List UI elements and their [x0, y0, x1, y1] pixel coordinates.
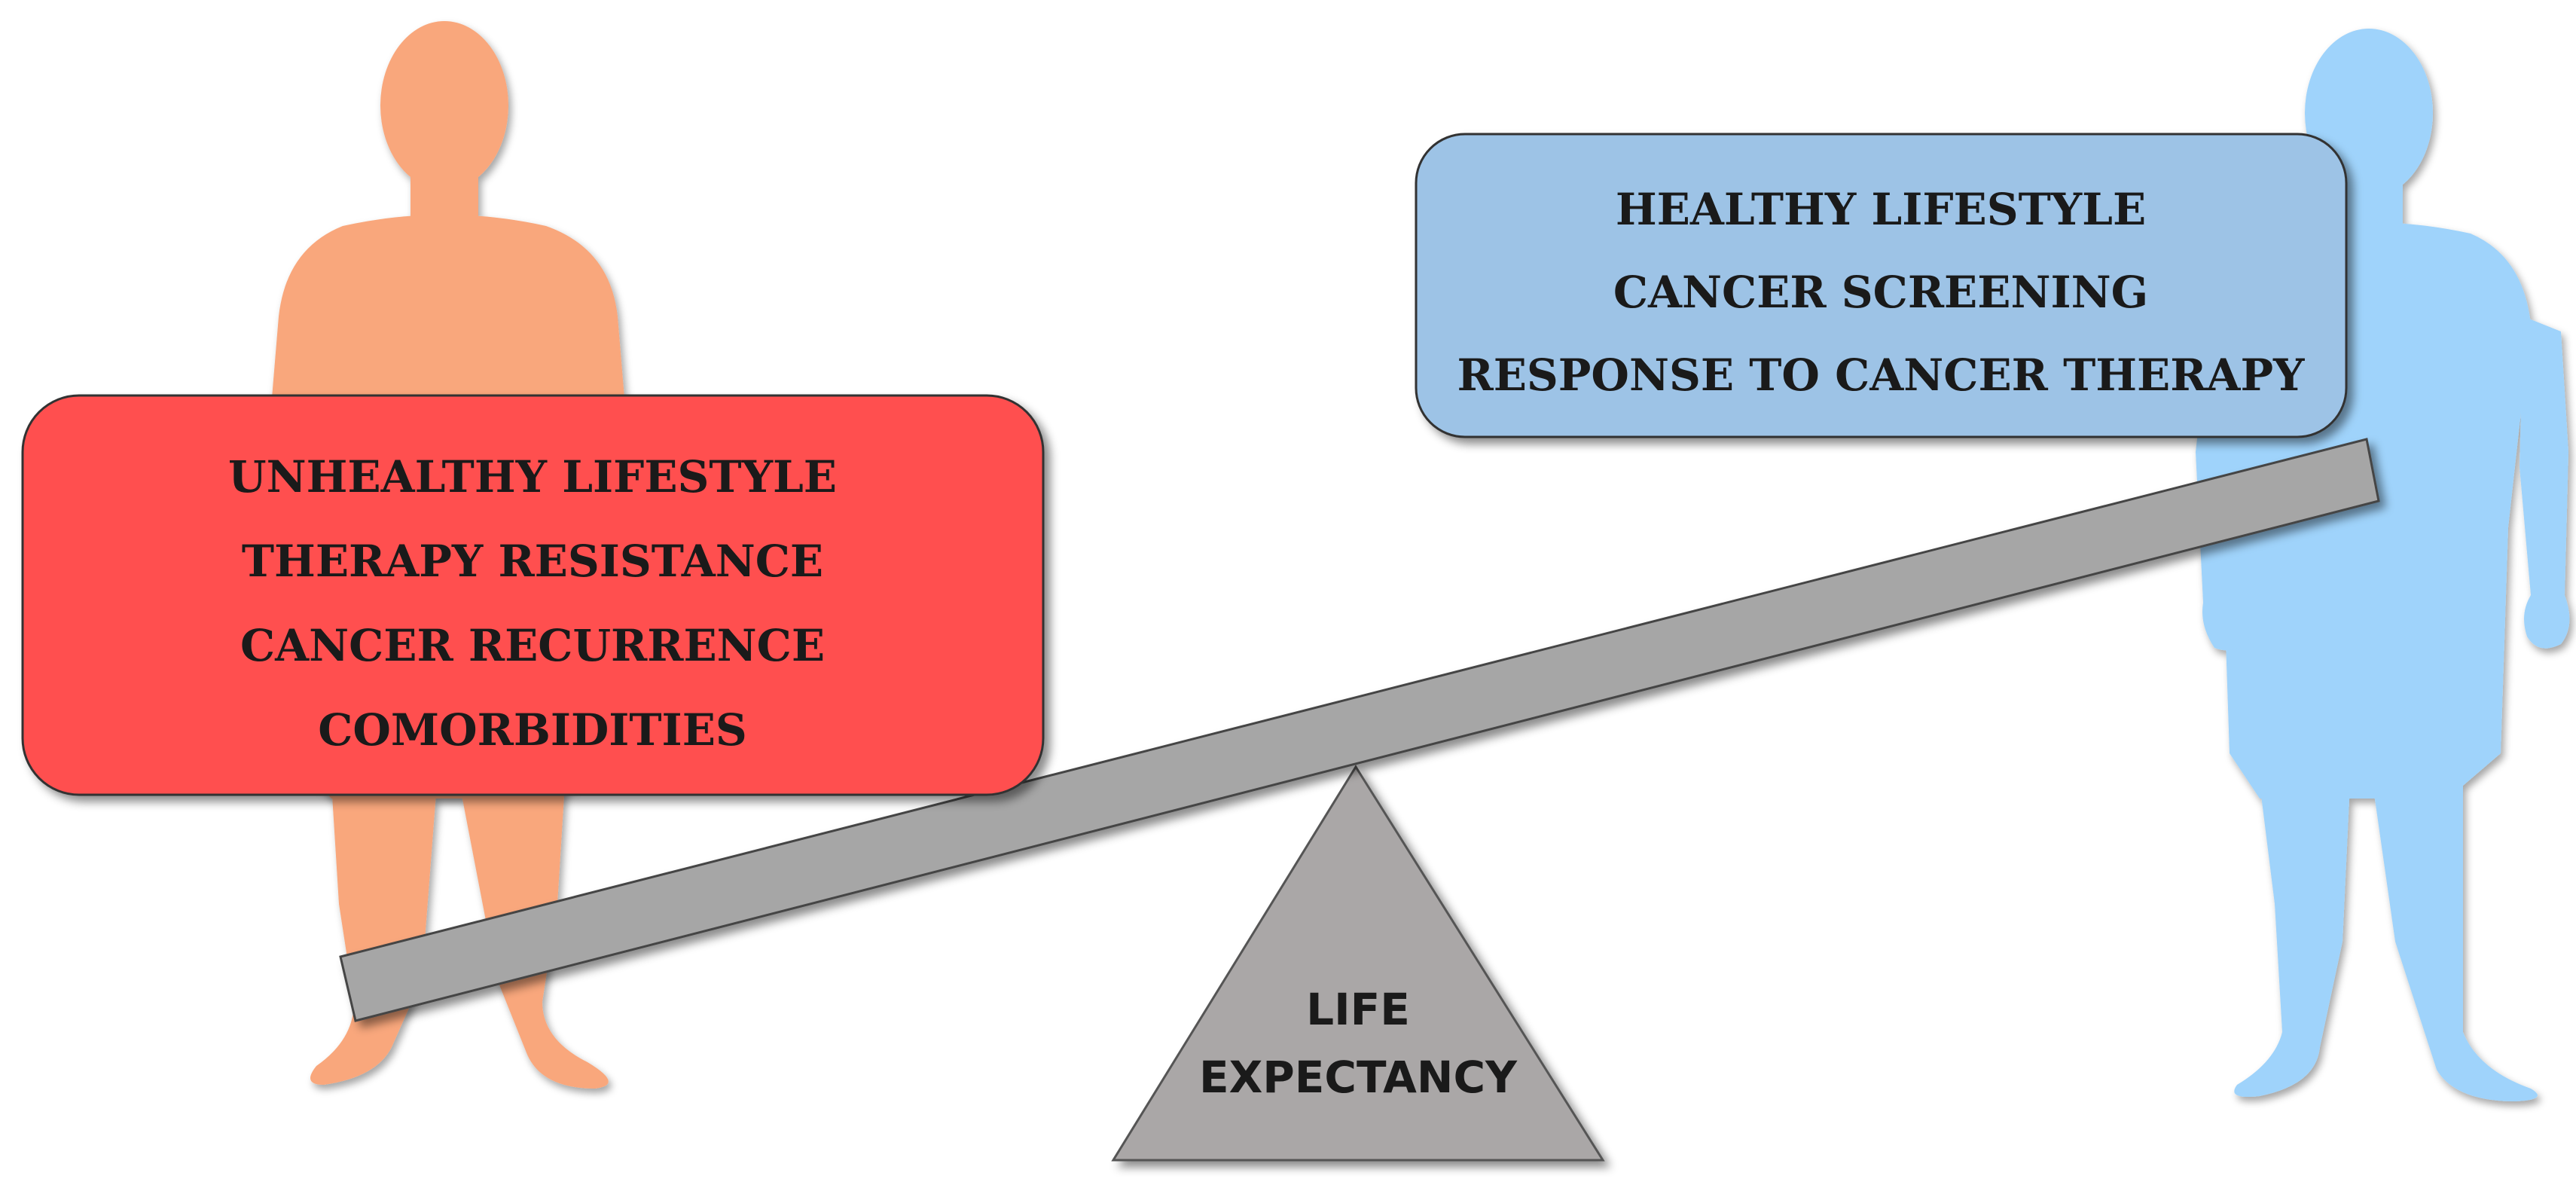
fulcrum-label-line2: EXPECTANCY [1199, 1052, 1518, 1103]
fulcrum-triangle [1111, 765, 1605, 1162]
right-figure-leg-right [2373, 783, 2538, 1101]
fulcrum-label-line1: LIFE [1306, 984, 1410, 1035]
right-box-item: RESPONSE TO CANCER THERAPY [1457, 350, 2306, 401]
left-box-item: CANCER RECURRENCE [240, 620, 825, 671]
right-box-item: HEALTHY LIFESTYLE [1616, 184, 2146, 235]
left-box-item: UNHEALTHY LIFESTYLE [228, 451, 837, 502]
right-box-background [1415, 133, 2348, 438]
right-figure-leg-left [2234, 783, 2350, 1097]
left-box-item: COMORBIDITIES [318, 704, 747, 756]
right-figure-arm-right [2520, 316, 2570, 649]
left-box-item: THERAPY RESISTANCE [242, 536, 823, 587]
left-figure-head [380, 21, 508, 190]
right-protective-factors-box: HEALTHY LIFESTYLE CANCER SCREENING RESPO… [1415, 133, 2348, 438]
right-box-item: CANCER SCREENING [1613, 267, 2148, 318]
left-risk-factors-box: UNHEALTHY LIFESTYLE THERAPY RESISTANCE C… [21, 394, 1045, 796]
seesaw-beam [339, 438, 2380, 1022]
fulcrum: LIFE EXPECTANCY [1111, 765, 1605, 1162]
left-box-background [21, 394, 1045, 796]
left-figure-leg-left [310, 783, 437, 1085]
